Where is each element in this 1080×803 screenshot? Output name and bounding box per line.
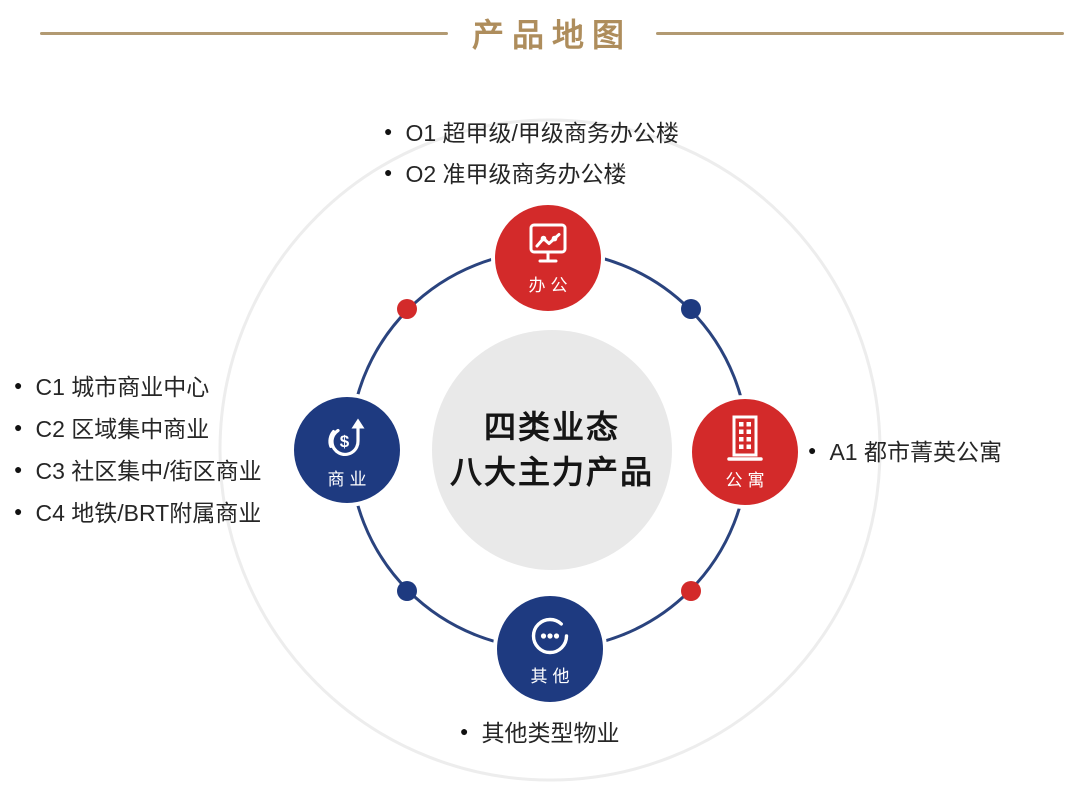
- monitor-chart-icon: [529, 223, 567, 262]
- list-item: ● C1 城市商业中心: [14, 364, 262, 406]
- node-apartment-label: 公寓: [725, 470, 770, 490]
- apartment-product-list: ● A1 都市菁英公寓: [808, 429, 1002, 471]
- office-product-1: O1 超甲级/甲级商务办公楼: [405, 119, 679, 146]
- bullet-icon: ●: [14, 503, 23, 519]
- orbit-dot-top-left: [397, 299, 417, 319]
- building-icon: [727, 415, 763, 461]
- bullet-icon: ●: [384, 122, 393, 139]
- title-bar: 产品地图: [40, 10, 1065, 56]
- node-commercial: $ 商业: [290, 393, 404, 507]
- commercial-product-3: C3 社区集中/街区商业: [35, 458, 262, 484]
- list-item: ● C4 地铁/BRT附属商业: [14, 490, 262, 532]
- node-office: 办公: [491, 201, 605, 315]
- node-other: 其他: [493, 592, 607, 706]
- node-commercial-label: 商业: [327, 469, 372, 489]
- title-rule-right: [656, 31, 1065, 35]
- center-line1: 四类业态: [483, 408, 620, 445]
- commercial-product-2: C2 区域集中商业: [35, 416, 210, 442]
- list-item: ● 其他类型物业: [460, 710, 619, 752]
- node-apartment: 公寓: [688, 395, 802, 509]
- center-line2: 八大主力产品: [449, 454, 654, 490]
- list-item: ● A1 都市菁英公寓: [808, 429, 1002, 471]
- bullet-icon: ●: [14, 461, 23, 477]
- commercial-product-list: ● C1 城市商业中心 ● C2 区域集中商业 ● C3 社区集中/街区商业 ●…: [14, 364, 262, 532]
- list-item: ● O1 超甲级/甲级商务办公楼: [384, 110, 679, 151]
- other-product-1: 其他类型物业: [481, 720, 620, 746]
- orbit-dot-bottom-left: [397, 581, 417, 601]
- office-product-list: ● O1 超甲级/甲级商务办公楼 ● O2 准甲级商务办公楼: [384, 110, 679, 192]
- bullet-icon: ●: [460, 723, 469, 739]
- title-rule-left: [40, 31, 448, 35]
- node-other-label: 其他: [530, 666, 575, 686]
- bullet-icon: ●: [808, 442, 817, 458]
- dollar-growth-icon: $: [328, 418, 365, 456]
- list-item: ● O2 准甲级商务办公楼: [384, 151, 679, 192]
- orbit-dot-top-right: [681, 299, 701, 319]
- node-office-label: 办公: [528, 275, 573, 295]
- list-item: ● C2 区域集中商业: [14, 406, 262, 448]
- center-circle: 四类业态 八大主力产品: [432, 330, 672, 570]
- commercial-product-4: C4 地铁/BRT附属商业: [35, 500, 262, 526]
- office-product-2: O2 准甲级商务办公楼: [405, 160, 627, 187]
- page-title: 产品地图: [472, 17, 633, 53]
- apartment-product-1: A1 都市菁英公寓: [829, 439, 1002, 465]
- other-product-list: ● 其他类型物业: [460, 710, 619, 752]
- commercial-product-1: C1 城市商业中心: [35, 374, 210, 400]
- svg-text:$: $: [340, 432, 350, 451]
- bullet-icon: ●: [14, 419, 23, 435]
- bullet-icon: ●: [384, 163, 393, 180]
- ellipsis-circle-icon: [531, 617, 569, 654]
- orbit-dot-bottom-right: [681, 581, 701, 601]
- bullet-icon: ●: [14, 377, 23, 393]
- list-item: ● C3 社区集中/街区商业: [14, 448, 262, 490]
